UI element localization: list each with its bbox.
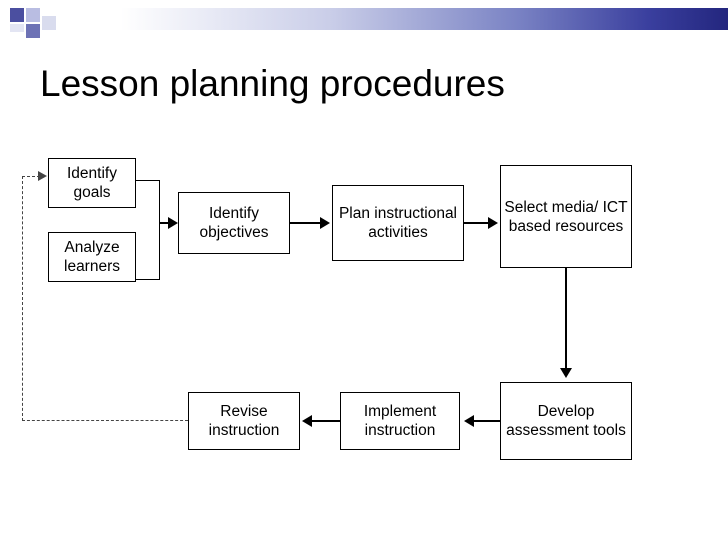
node-identify-goals-label: Identify goals — [67, 165, 117, 201]
node-plan-instructional-activities[interactable]: Plan instructional activities — [332, 185, 464, 261]
edge-objectives-to-plan — [290, 222, 320, 224]
node-select-media[interactable]: Select media/ ICT based resources — [500, 165, 632, 268]
node-identify-goals[interactable]: Identify goals — [48, 158, 136, 208]
node-develop-assessment-tools-label: Develop assessment tools — [506, 403, 626, 439]
node-identify-objectives-label: Identify objectives — [199, 205, 269, 241]
feedback-edge-bottom — [22, 420, 188, 421]
node-select-media-label: Select media/ ICT based resources — [504, 198, 628, 235]
feedback-edge-top — [22, 176, 40, 177]
node-develop-assessment-tools[interactable]: Develop assessment tools — [500, 382, 632, 460]
edge-select-to-develop-arrowhead-icon — [560, 368, 572, 378]
flowchart: Identify goals Analyze learners Identify… — [0, 130, 728, 490]
header-square-2 — [26, 8, 40, 22]
header-square-3 — [26, 24, 40, 38]
node-plan-instructional-activities-label: Plan instructional activities — [338, 205, 458, 241]
edge-plan-to-select-arrowhead-icon — [488, 217, 498, 229]
edge-implement-to-revise-arrowhead-icon — [302, 415, 312, 427]
decorative-header-band — [0, 0, 728, 42]
node-implement-instruction[interactable]: Implement instruction — [340, 392, 460, 450]
node-implement-instruction-label: Implement instruction — [363, 403, 437, 439]
node-analyze-learners[interactable]: Analyze learners — [48, 232, 136, 282]
header-square-1 — [10, 8, 24, 22]
edge-plan-to-select — [464, 222, 488, 224]
node-revise-instruction[interactable]: Revise instruction — [188, 392, 300, 450]
header-gradient-bar — [68, 8, 728, 30]
header-square-5 — [10, 24, 24, 32]
node-analyze-learners-label: Analyze learners — [64, 239, 120, 275]
edge-develop-to-implement-arrowhead-icon — [464, 415, 474, 427]
edge-develop-to-implement — [474, 420, 500, 422]
feedback-arrowhead-icon — [38, 171, 47, 181]
page-title: Lesson planning procedures — [40, 63, 505, 104]
edge-group-to-objectives — [160, 222, 168, 224]
edge-group-to-objectives-arrowhead-icon — [168, 217, 178, 229]
edge-objectives-to-plan-arrowhead-icon — [320, 217, 330, 229]
group-connector-bracket — [136, 180, 160, 280]
edge-implement-to-revise — [312, 420, 340, 422]
node-revise-instruction-label: Revise instruction — [208, 403, 280, 439]
edge-select-to-develop — [565, 268, 567, 368]
header-square-4 — [42, 16, 56, 30]
feedback-edge-left — [22, 176, 23, 421]
node-identify-objectives[interactable]: Identify objectives — [178, 192, 290, 254]
